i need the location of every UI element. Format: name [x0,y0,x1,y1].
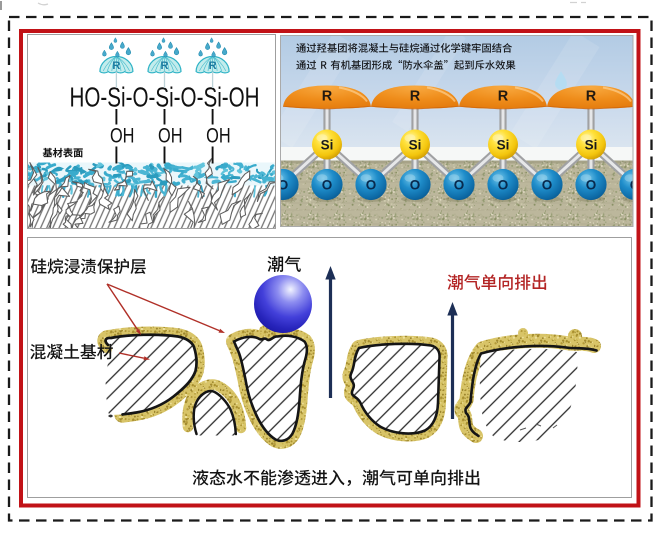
svg-text:R: R [209,60,217,72]
svg-text:O: O [630,178,641,193]
svg-text:OH: OH [206,124,230,148]
svg-text:R: R [161,60,169,72]
svg-text:O: O [278,178,289,193]
svg-text:Si: Si [497,138,510,153]
svg-text:OH: OH [110,124,134,148]
svg-text:R: R [586,89,597,105]
svg-text:R: R [112,60,120,72]
svg-text:O: O [366,178,377,193]
svg-text:R: R [498,89,509,105]
svg-text:R: R [410,89,421,105]
svg-text:R: R [322,89,333,105]
svg-text:O: O [454,178,465,193]
svg-text:O: O [586,178,597,193]
svg-text:Si: Si [409,138,422,153]
svg-text:O: O [322,178,333,193]
svg-text:O: O [542,178,553,193]
svg-text:O: O [498,178,509,193]
svg-text:OH: OH [158,124,182,148]
svg-text:Si: Si [585,138,598,153]
svg-text:Si: Si [321,138,334,153]
svg-text:O: O [410,178,421,193]
